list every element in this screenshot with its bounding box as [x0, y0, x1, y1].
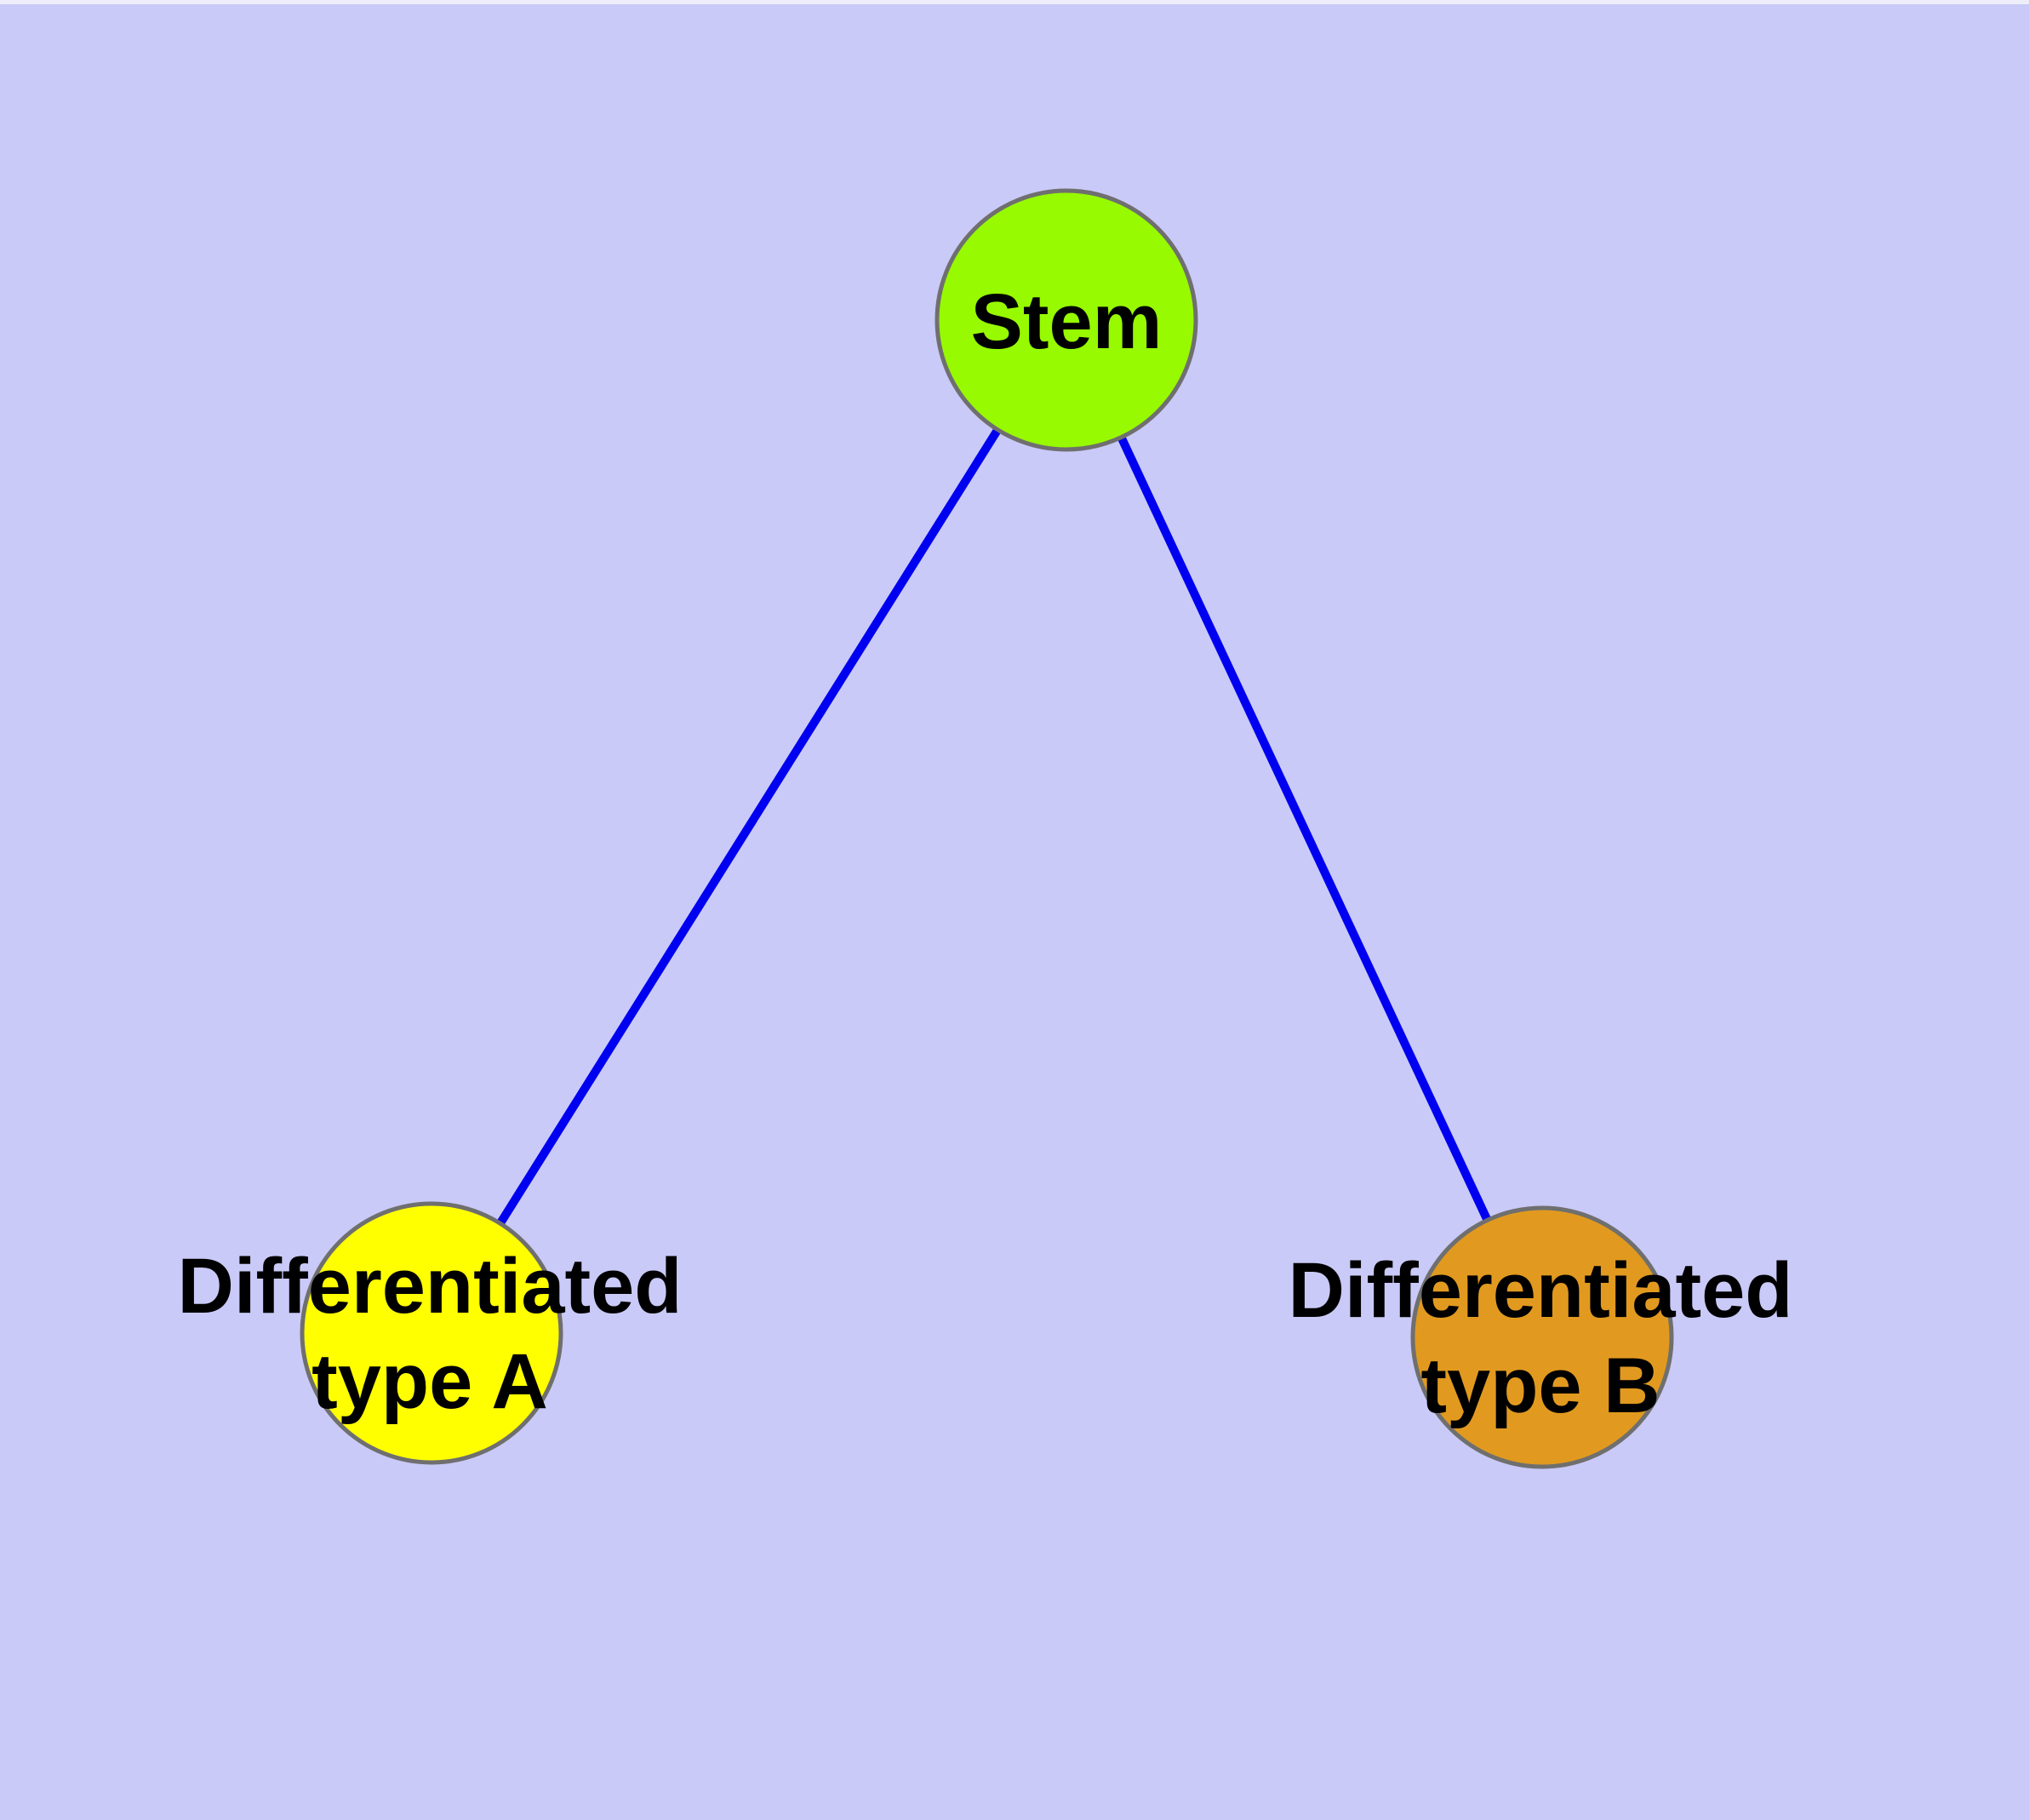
differentiated-type-b-node-circle: [1410, 1205, 1674, 1469]
top-edge-strip: [0, 0, 2029, 4]
differentiated-type-a-label-line1: Differentiated: [178, 1243, 683, 1330]
differentiated-type-a-node-circle: [300, 1201, 563, 1465]
edge-stem-to-type-b: [1062, 318, 1546, 1340]
differentiated-type-b-label-line1: Differentiated: [1289, 1247, 1793, 1334]
differentiated-type-b-label-line2: type B: [1420, 1342, 1660, 1429]
differentiated-type-a-label-line2: type A: [311, 1338, 548, 1425]
edge-stem-to-type-a: [427, 318, 1071, 1336]
stem-node-circle: [934, 188, 1198, 452]
stem-node-label: Stem: [971, 278, 1163, 365]
